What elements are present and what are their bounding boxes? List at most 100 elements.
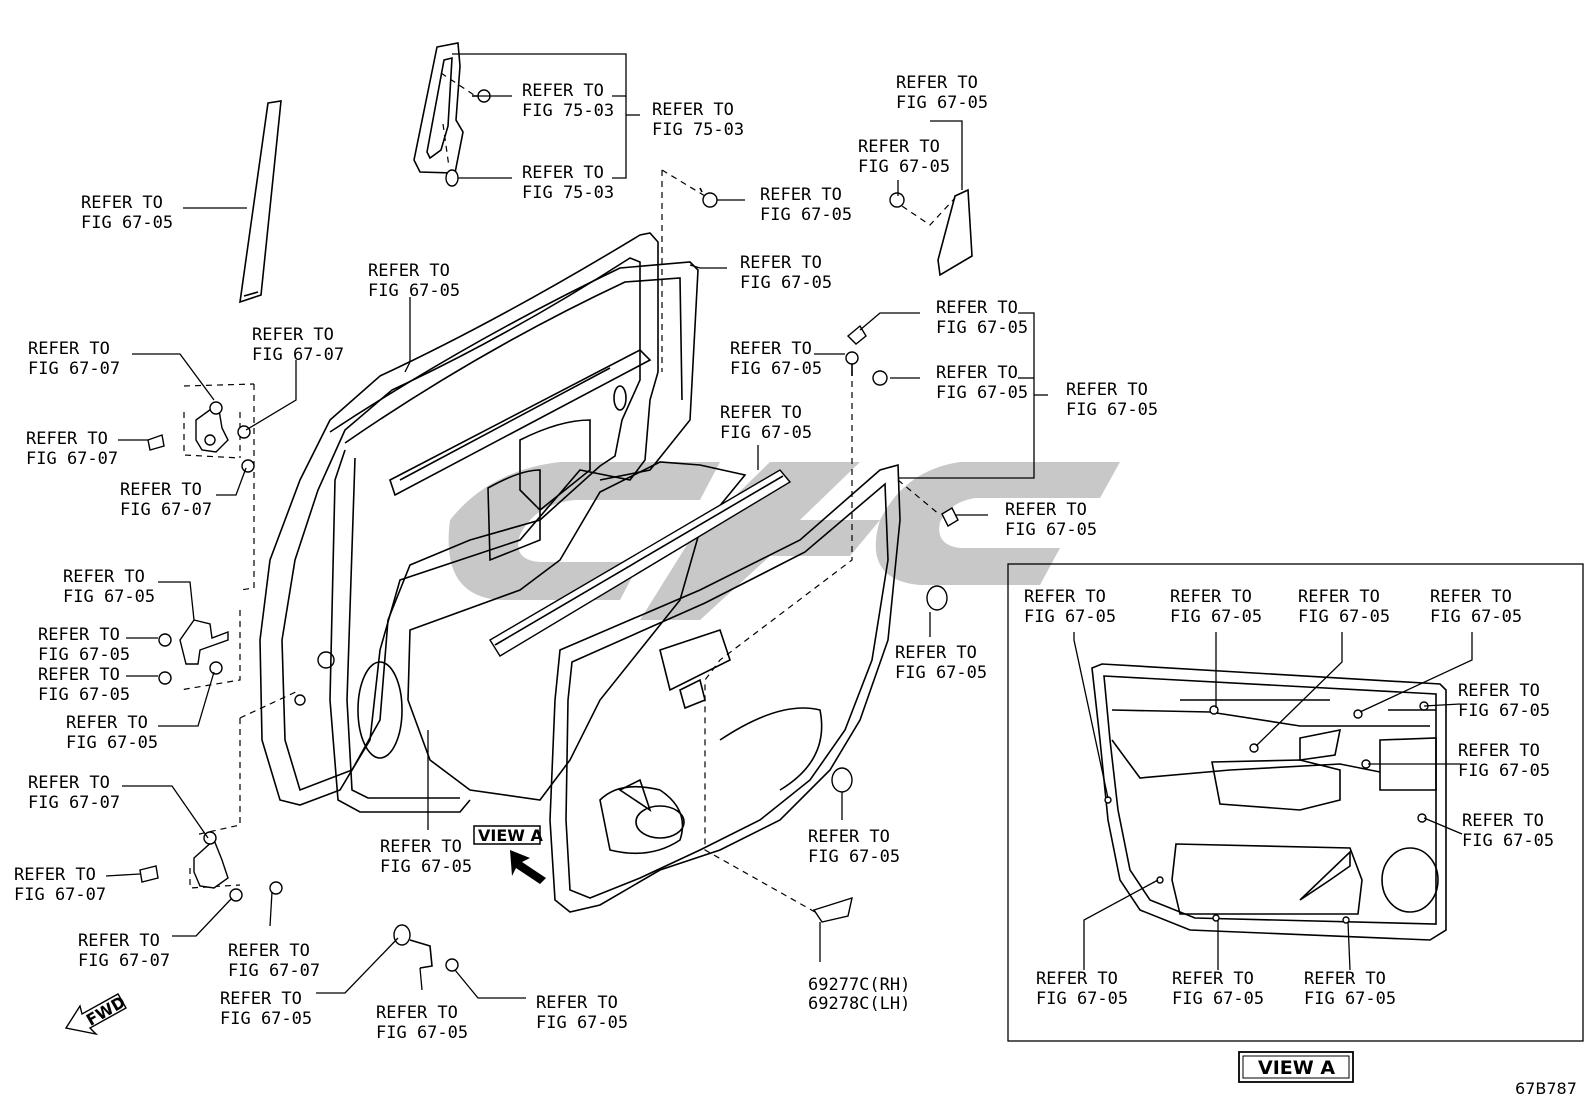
callout-line: FIG 67-05 [936, 318, 1028, 338]
callout-line: FIG 67-07 [14, 885, 106, 905]
callout-line: REFER TO [66, 713, 148, 733]
pillar-garnish [239, 100, 282, 304]
callout-line: REFER TO [1036, 969, 1118, 989]
callout-line: FIG 67-05 [38, 645, 130, 665]
door-watershield [407, 419, 747, 801]
callout-line: FIG 67-05 [66, 733, 158, 753]
callout-line: REFER TO [38, 665, 120, 685]
callout-line: REFER TO [760, 185, 842, 205]
callout-line: FIG 67-05 [1170, 607, 1262, 627]
callout-line: REFER TO [78, 931, 160, 951]
callout-line: FIG 67-05 [63, 587, 155, 607]
leader-lines [105, 53, 1048, 999]
callout-line: FIG 67-05 [1304, 989, 1396, 1009]
view-a-inset [1007, 563, 1584, 1042]
callout-line: REFER TO [896, 73, 978, 93]
callout-line: REFER TO [1298, 587, 1380, 607]
callout-line: FIG 67-05 [376, 1023, 468, 1043]
view-a-tag: VIEW A [473, 825, 543, 845]
callout-line: REFER TO [28, 339, 110, 359]
callout-line: REFER TO [14, 865, 96, 885]
callout-line: REFER TO [28, 773, 110, 793]
fwd-arrow-icon [64, 993, 127, 1036]
callout-line: FIG 67-05 [760, 205, 852, 225]
upper-hinge [147, 401, 255, 473]
callout-line: REFER TO [522, 81, 604, 101]
callout-line: FIG 67-05 [936, 383, 1028, 403]
callout-line: REFER TO [380, 837, 462, 857]
callout-line: REFER TO [1172, 969, 1254, 989]
callout-line: REFER TO [1170, 587, 1252, 607]
callout-line: FIG 67-07 [28, 793, 120, 813]
door-inner-panel [259, 232, 659, 806]
callout-line: REFER TO [1066, 380, 1148, 400]
callout-line: FIG 67-05 [1458, 701, 1550, 721]
callout-line: FIG 67-05 [1430, 607, 1522, 627]
callout-line: FIG 67-05 [730, 359, 822, 379]
door-check [158, 619, 229, 685]
callout-line: REFER TO [1005, 500, 1087, 520]
switch-panel [659, 628, 731, 692]
callout-line: FIG 67-07 [120, 500, 212, 520]
svg-text:VIEW A: VIEW A [1258, 1057, 1335, 1079]
callout-line: REFER TO [652, 100, 734, 120]
install-paths [179, 169, 956, 913]
callout-line: FIG 67-05 [1024, 607, 1116, 627]
part-number-rh: 69277C(RH) [808, 975, 910, 995]
callout-line: REFER TO [1458, 741, 1540, 761]
callout-line: REFER TO [895, 643, 977, 663]
view-a-pointer [510, 850, 546, 884]
view-a-caption: VIEW A [1238, 1051, 1354, 1083]
callout-line: REFER TO [740, 253, 822, 273]
clip-icon [702, 192, 718, 208]
callout-line: FIG 67-07 [228, 961, 320, 981]
callout-line: FIG 67-05 [1462, 831, 1554, 851]
corner-garnish [889, 188, 973, 277]
callout-line: FIG 67-07 [252, 345, 344, 365]
callout-line: REFER TO [936, 298, 1018, 318]
callout-line: REFER TO [730, 339, 812, 359]
belt-moulding [489, 469, 792, 657]
part-number-lh: 69278C(LH) [808, 994, 910, 1014]
callout-line: REFER TO [376, 1003, 458, 1023]
callout-line: FIG 67-05 [1066, 400, 1158, 420]
callout-line: REFER TO [1024, 587, 1106, 607]
callout-line: REFER TO [808, 827, 890, 847]
callout-line: FIG 67-07 [78, 951, 170, 971]
callout-line: FIG 67-05 [220, 1009, 312, 1029]
callout-line: FIG 67-07 [28, 359, 120, 379]
callout-line: REFER TO [936, 363, 1018, 383]
callout-line: FIG 67-05 [368, 281, 460, 301]
grommet-icon [445, 169, 459, 187]
callout-line: FIG 75-03 [652, 120, 744, 140]
callout-line: REFER TO [38, 625, 120, 645]
